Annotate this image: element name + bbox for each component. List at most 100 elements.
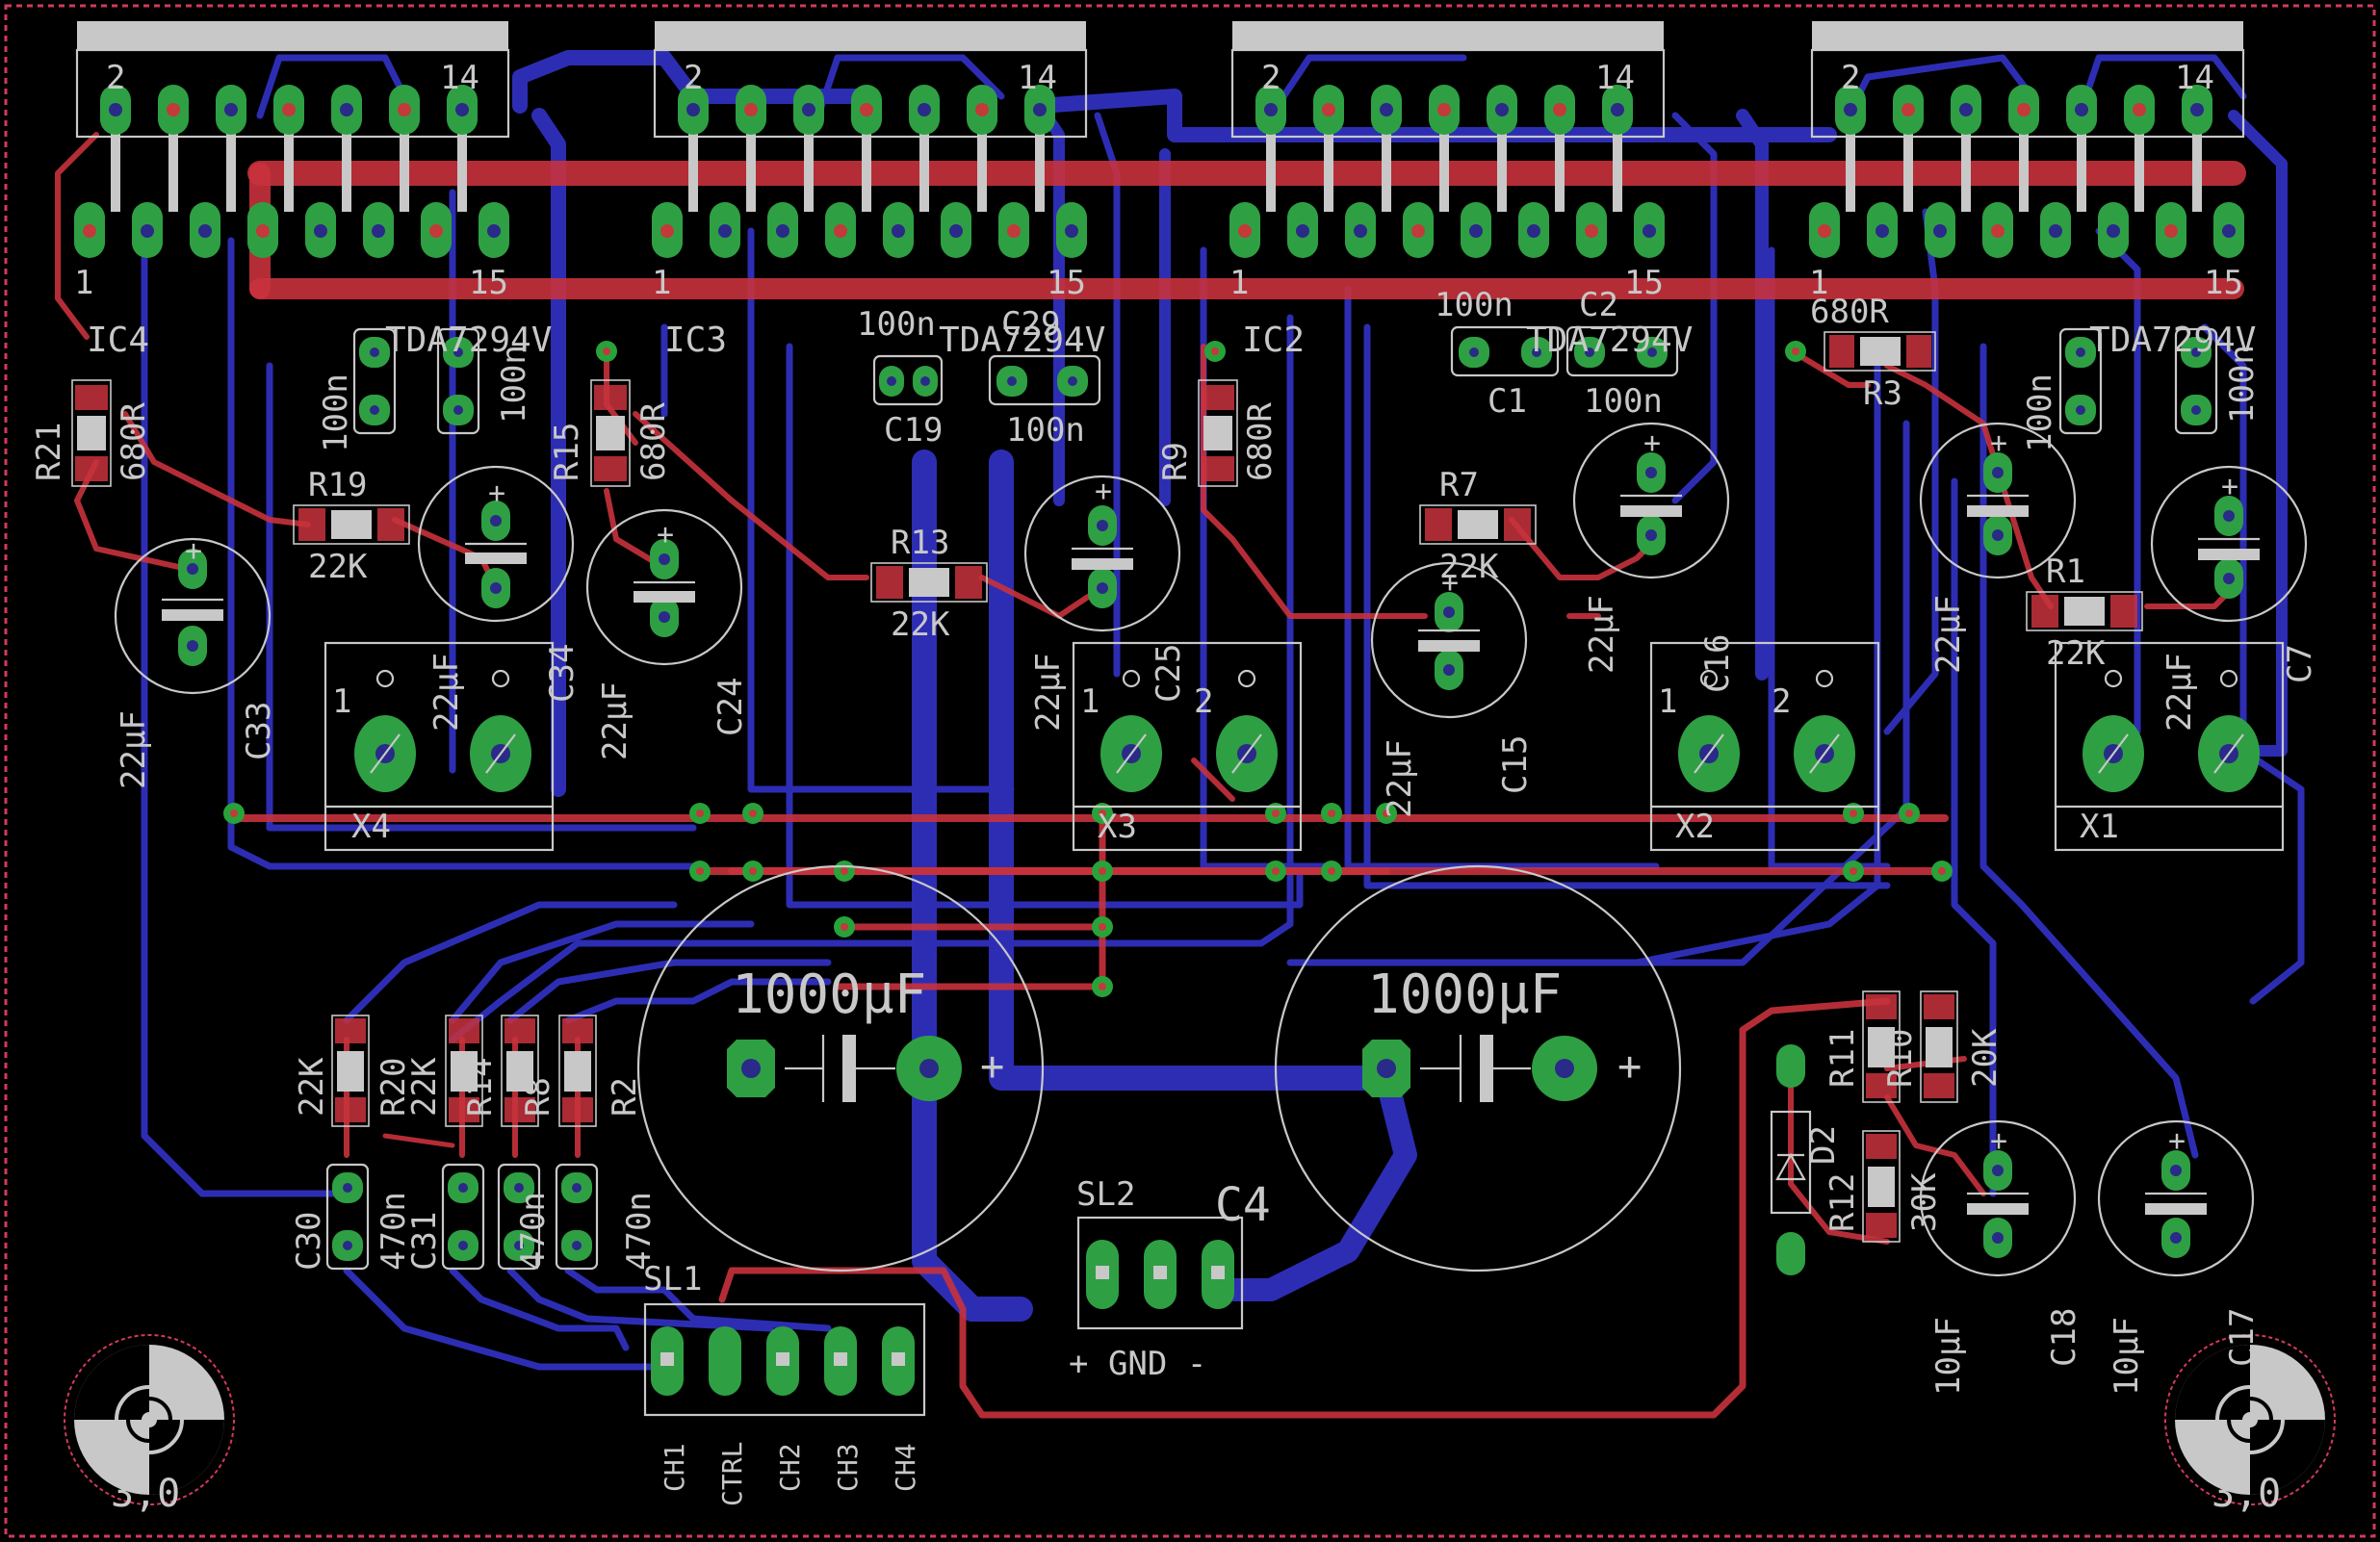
ic-pin-label-first-top: 2	[1261, 59, 1281, 97]
drill-hole	[2190, 103, 2204, 116]
ic-pin-lead	[746, 96, 756, 212]
cap-c24[interactable]: +	[585, 508, 743, 666]
cap-1000uf-left[interactable]: + 1000µF	[636, 864, 1045, 1272]
sl2-pin-minus[interactable]	[1202, 1240, 1234, 1309]
x2-pin2-label: 2	[1772, 682, 1791, 721]
ic-pin-lead	[2019, 96, 2029, 212]
resistor-r7[interactable]	[1419, 504, 1537, 545]
cap-c31-group[interactable]	[441, 1163, 599, 1271]
resistor-r11-r10[interactable]	[1862, 990, 1958, 1103]
sl1-pin-4[interactable]	[824, 1326, 857, 1396]
cap-c16[interactable]: +	[1572, 422, 1730, 579]
resistor-r15[interactable]	[590, 379, 631, 487]
cap-c25[interactable]: +	[1023, 475, 1181, 632]
sl1-pin-1[interactable]	[651, 1326, 684, 1396]
cap-1000uf-right[interactable]: + 1000µF	[1274, 864, 1682, 1272]
ic-pin-label-last-bottom: 15	[1047, 264, 1086, 302]
resistor-r20[interactable]	[331, 1015, 370, 1127]
c30-value: 470n	[375, 1192, 413, 1271]
drill-hole	[2107, 224, 2120, 238]
c31-value: 470n	[514, 1192, 553, 1271]
drill-hole	[860, 103, 873, 116]
resistor-r13[interactable]	[870, 562, 988, 603]
r10-name: R10	[1881, 1029, 1920, 1088]
ic3-value: TDA7294V	[939, 321, 1105, 360]
cap-c18[interactable]: +	[1919, 1119, 2077, 1277]
drill-hole	[776, 224, 789, 238]
cap-c7[interactable]: +	[2150, 465, 2308, 623]
c15-value: 22µF	[1381, 739, 1419, 818]
c1-value: 100n	[1435, 286, 1513, 324]
sl1-pin-3[interactable]	[766, 1326, 799, 1396]
drill-hole	[1065, 224, 1078, 238]
c19-label: C19	[884, 411, 943, 450]
drill-hole	[918, 103, 931, 116]
cap-c34[interactable]: +	[417, 465, 575, 623]
ic-pin-lead	[862, 96, 871, 212]
c33-name: C33	[240, 702, 278, 760]
terminal-x2[interactable]: 1 2 X2	[1649, 641, 1880, 852]
sl2-pin-labels: + GND -	[1069, 1345, 1206, 1383]
ic-pin-label-last-top: 14	[440, 59, 479, 97]
cap-c2[interactable]: 100n	[1565, 325, 1679, 421]
sl1-label: SL1	[643, 1260, 702, 1298]
c19-value: 100n	[857, 305, 936, 344]
terminal-x1[interactable]: X1	[2054, 641, 2285, 852]
cap-c1[interactable]: C1	[1450, 325, 1560, 421]
drill-hole	[1991, 224, 2005, 238]
cap-c17[interactable]: +	[2097, 1119, 2255, 1277]
ic-pin-label-first-top: 2	[684, 59, 703, 97]
ic-pin-lead	[1846, 96, 1855, 212]
terminal-x3[interactable]: 1 2 X3	[1072, 641, 1303, 852]
drill-hole	[1876, 224, 1889, 238]
svg-text:+: +	[657, 518, 674, 552]
sl2-pin-gnd[interactable]	[1144, 1240, 1177, 1309]
ic-pin-lead	[226, 96, 236, 212]
ic-pin-lead	[400, 96, 409, 212]
c15-name: C15	[1496, 735, 1535, 794]
resistor-r9[interactable]	[1198, 379, 1238, 487]
diode-d2[interactable]	[1770, 1044, 1812, 1275]
connector-sl2[interactable]: SL2 + GND -	[1069, 1175, 1244, 1383]
cap-c6[interactable]: +	[1919, 422, 2077, 579]
ic-heatsink-tab	[655, 21, 1086, 50]
cap-c19[interactable]: C19	[872, 354, 943, 450]
resistor-r21[interactable]	[71, 379, 112, 487]
svg-text:+: +	[1617, 1042, 1642, 1090]
x2-pin1-label: 1	[1658, 682, 1677, 721]
drill-hole	[1296, 224, 1309, 238]
c36-value: 100n	[317, 373, 355, 452]
sl2-pin-plus[interactable]	[1086, 1240, 1119, 1309]
resistor-r19[interactable]	[293, 504, 410, 545]
cap-c35-c36[interactable]	[352, 327, 480, 435]
cap-1000uf-right-label: 1000µF	[1367, 964, 1562, 1026]
connector-sl1[interactable]: SL1	[643, 1260, 926, 1417]
cap-c33[interactable]: +	[114, 534, 272, 695]
terminal-x4[interactable]: 1 X4	[323, 641, 555, 852]
drill-hole	[2164, 224, 2178, 238]
c18-name: C18	[2045, 1308, 2083, 1367]
resistor-r3[interactable]	[1824, 331, 1936, 372]
sl1-pin-2[interactable]	[709, 1326, 741, 1396]
cap-c30[interactable]	[325, 1163, 370, 1271]
ic2-value: TDA7294V	[1526, 321, 1693, 360]
c31-name: C31	[405, 1212, 444, 1271]
cap-c8-c9[interactable]	[2058, 327, 2218, 435]
cap-c29[interactable]: 100n	[988, 354, 1101, 450]
r21-name: R21	[30, 423, 68, 481]
resistor-r12[interactable]	[1862, 1130, 1901, 1243]
c8-value: 100n	[2223, 345, 2262, 424]
cap-c15[interactable]: +	[1370, 561, 1528, 719]
resistor-r1[interactable]	[2026, 591, 2143, 631]
sl1-pin-5[interactable]	[882, 1326, 915, 1396]
ic3-name: IC3	[664, 321, 727, 360]
resistor-r14-r8-r2[interactable]	[445, 1015, 597, 1127]
c24-value: 22µF	[596, 681, 634, 760]
drill-hole	[1033, 103, 1047, 116]
ic2-name: IC2	[1242, 321, 1305, 360]
